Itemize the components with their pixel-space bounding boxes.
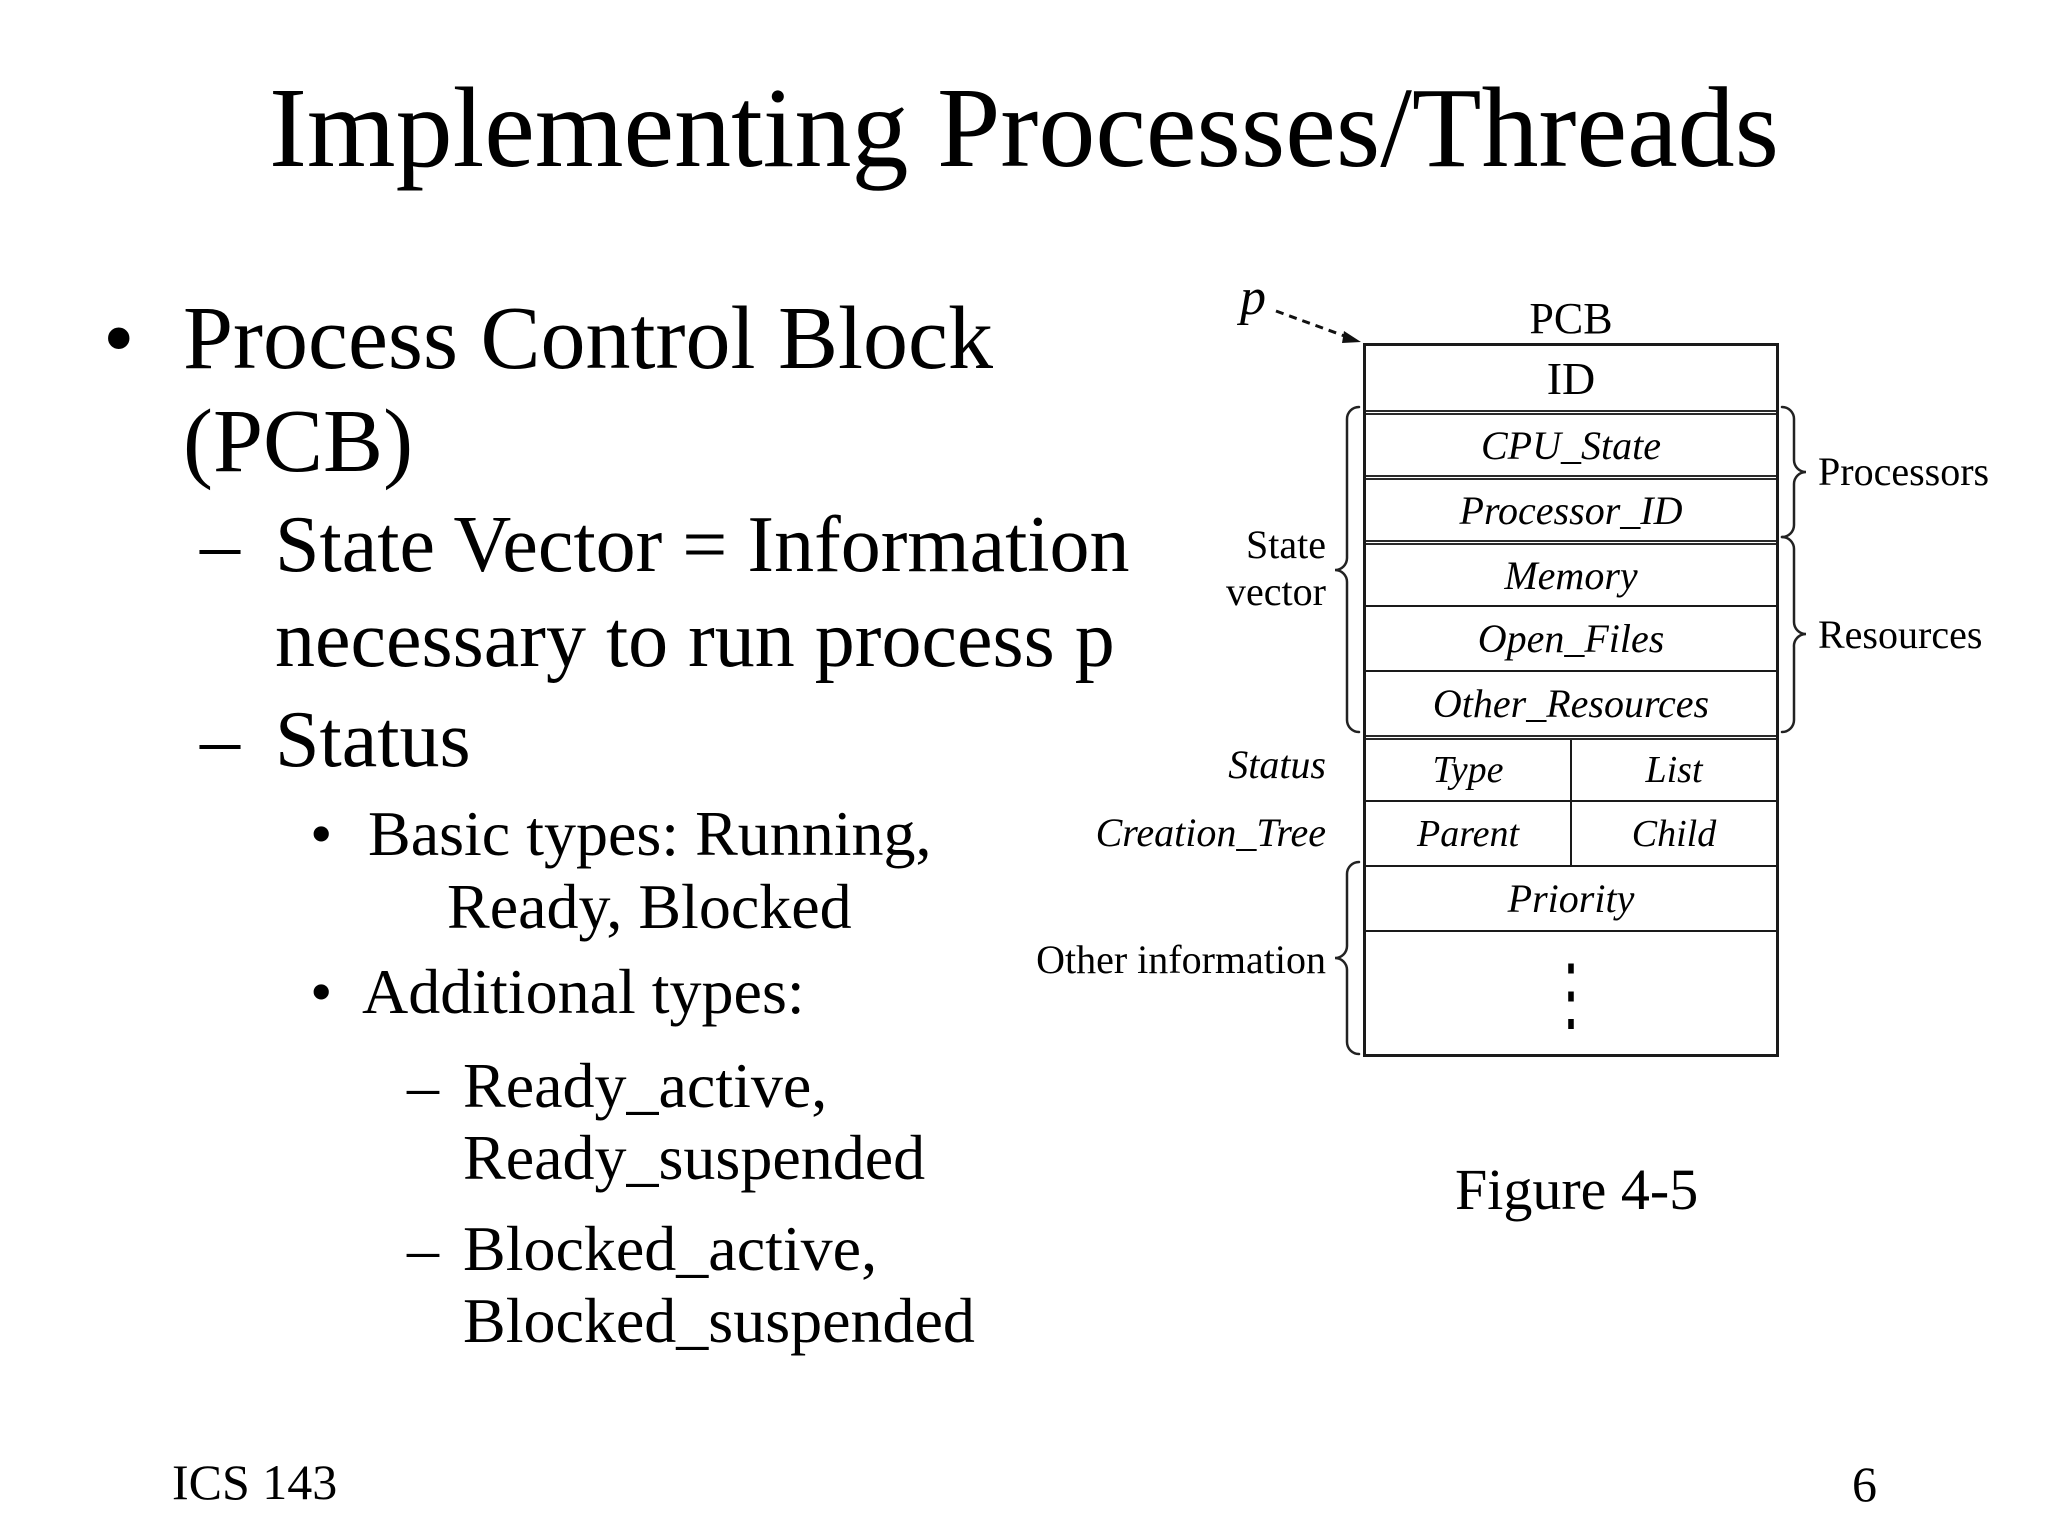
bullet-line: Status	[275, 696, 471, 784]
label-creation-tree: Creation_Tree	[1095, 810, 1326, 855]
bullet-line: Ready, Blocked	[447, 871, 852, 942]
bullet-line: necessary to run process p	[275, 596, 1115, 684]
footer-course: ICS 143	[172, 1454, 338, 1510]
bullet-blocked-types: – Blocked_active, Blocked_suspended	[95, 1213, 1235, 1357]
bullet-additional-types: • Additional types:	[95, 955, 1235, 1028]
field-label: Memory	[1504, 552, 1638, 598]
resources-brace	[1780, 535, 1807, 734]
bullet-line: Ready_active,	[463, 1050, 828, 1121]
label-other-information: Other information	[1036, 937, 1326, 982]
pcb-row-memory: Memory	[1366, 540, 1776, 605]
bullet-status: – Status	[95, 693, 1235, 788]
bullet-line: Blocked_suspended	[463, 1285, 975, 1356]
label-status: Status	[1228, 742, 1326, 787]
bullet-basic-types: • Basic types: Running, Ready, Blocked	[95, 797, 1235, 943]
bullet-line: (PCB)	[183, 392, 414, 491]
bullet-dot-icon: •	[103, 289, 135, 388]
bullet-state-vector: – State Vector = Information necessary t…	[95, 498, 1235, 688]
label-line: vector	[1226, 569, 1326, 614]
bullet-line: Ready_suspended	[463, 1122, 926, 1193]
pcb-cell-child: Child	[1572, 802, 1776, 865]
other-information-brace	[1334, 860, 1361, 1056]
processors-brace	[1780, 405, 1807, 539]
bullet-pcb: • Process Control Block (PCB)	[95, 287, 1235, 493]
pcb-row-more: ⋮	[1366, 930, 1776, 1054]
bullet-dot-icon: •	[310, 798, 333, 869]
dash-marker-icon: –	[407, 1050, 439, 1121]
field-label: CPU_State	[1481, 422, 1661, 468]
pcb-row-processor-id: Processor_ID	[1366, 475, 1776, 540]
field-label: Open_Files	[1477, 616, 1665, 661]
slide-title: Implementing Processes/Threads	[268, 64, 1780, 191]
pcb-cell-type: Type	[1366, 740, 1572, 800]
label-resources: Resources	[1818, 612, 1983, 657]
field-label: Type	[1432, 749, 1504, 791]
bullet-line: State Vector = Information	[275, 501, 1130, 589]
bullet-line: Process Control Block	[183, 289, 993, 388]
pcb-row-open-files: Open_Files	[1366, 605, 1776, 670]
field-label: Other_Resources	[1432, 681, 1710, 726]
field-label: ID	[1546, 352, 1596, 404]
dash-marker-icon: –	[200, 501, 240, 589]
page-number: 6	[1852, 1456, 1877, 1512]
pcb-row-id: ID	[1366, 346, 1776, 410]
pointer-arrow	[1275, 309, 1361, 343]
field-label: Child	[1631, 812, 1717, 855]
bullet-dot-icon: •	[310, 956, 333, 1027]
field-label: Priority	[1507, 876, 1635, 921]
label-state-vector: State vector	[980, 521, 1326, 615]
bullet-line: Basic types: Running,	[368, 798, 932, 869]
pcb-row-cpu-state: CPU_State	[1366, 410, 1776, 475]
bullet-line: Additional types:	[362, 956, 805, 1027]
bullet-ready-types: – Ready_active, Ready_suspended	[95, 1050, 1235, 1194]
pcb-table: ID CPU_State Processor_ID Memory Open_Fi…	[1363, 343, 1779, 1057]
field-label: List	[1645, 749, 1703, 791]
process-pointer-label: p	[1240, 269, 1266, 326]
pcb-row-status: Type List	[1366, 735, 1776, 800]
field-label: Parent	[1416, 812, 1519, 855]
figure-caption: Figure 4-5	[1455, 1157, 1699, 1222]
pcb-cell-parent: Parent	[1366, 802, 1572, 865]
label-processors: Processors	[1818, 449, 1990, 494]
state-vector-brace	[1334, 405, 1361, 734]
vertical-ellipsis-icon: ⋮	[1544, 948, 1598, 1039]
label-line: State	[1246, 522, 1326, 567]
pcb-row-priority: Priority	[1366, 865, 1776, 930]
bullet-line: Blocked_active,	[463, 1213, 878, 1284]
dash-marker-icon: –	[407, 1213, 439, 1284]
dash-marker-icon: –	[200, 696, 240, 784]
pcb-cell-list: List	[1572, 740, 1776, 800]
field-label: Processor_ID	[1459, 487, 1683, 533]
pcb-row-other-resources: Other_Resources	[1366, 670, 1776, 735]
pcb-row-creation-tree: Parent Child	[1366, 800, 1776, 865]
pcb-table-title: PCB	[1529, 294, 1613, 343]
